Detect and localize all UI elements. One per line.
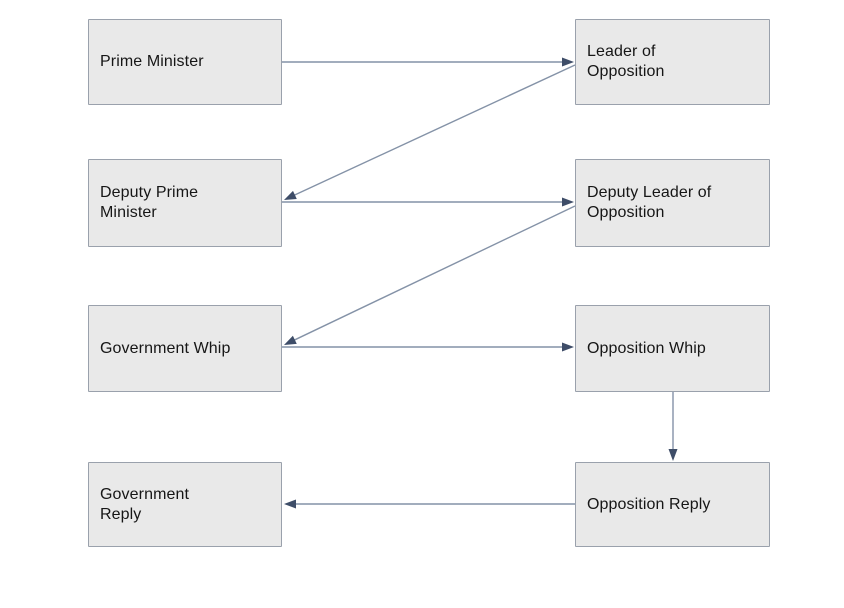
- node-label-line: Opposition Reply: [587, 495, 711, 513]
- node-label-line: Prime Minister: [100, 53, 204, 70]
- node-label-line: Government Whip: [100, 339, 231, 357]
- node-label-line: Minister: [100, 204, 157, 221]
- node-leader-of-opposition: Leader of Opposition: [575, 19, 770, 105]
- node-label-line: Deputy Leader of: [587, 184, 712, 201]
- node-label-line: Opposition Whip: [587, 339, 706, 357]
- node-label-line: Government: [100, 485, 190, 503]
- node-opposition-reply: Opposition Reply: [575, 462, 770, 547]
- node-label-line: Opposition: [587, 63, 665, 80]
- node-deputy-leader-of-opposition: Deputy Leader of Opposition: [575, 159, 770, 247]
- node-government-whip: Government Whip: [88, 305, 282, 392]
- node-opposition-whip: Opposition Whip: [575, 305, 770, 392]
- node-prime-minister: Prime Minister: [88, 19, 282, 105]
- node-label-line: Deputy Prime: [100, 184, 199, 201]
- node-label-line: Leader of: [587, 43, 656, 60]
- node-label-line: Opposition: [587, 204, 665, 221]
- node-label-line: Reply: [100, 505, 142, 523]
